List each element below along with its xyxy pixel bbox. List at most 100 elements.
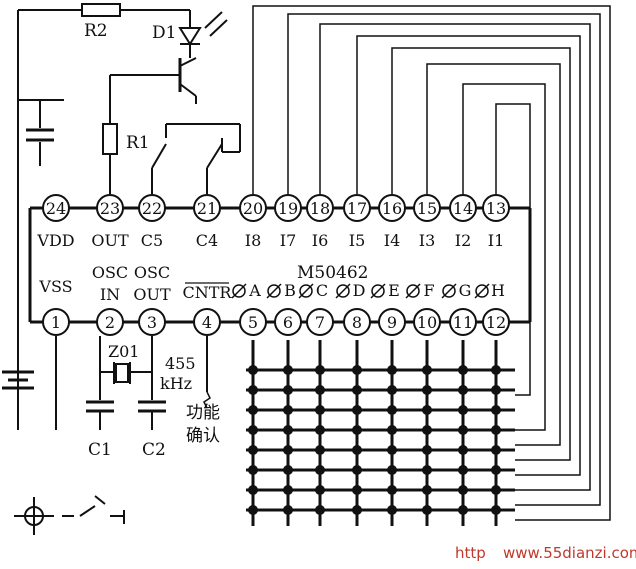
matrix-node [283, 405, 293, 415]
matrix-node [491, 465, 501, 475]
pin-circle [343, 194, 371, 222]
matrix-node [315, 385, 325, 395]
matrix-node [283, 485, 293, 495]
vdd-capacitor [26, 100, 54, 166]
pin-number: 13 [486, 199, 506, 218]
matrix-node [422, 365, 432, 375]
pin-label: A [248, 281, 261, 300]
chip-part-number: M50462 [297, 263, 369, 283]
pin-label: I4 [384, 231, 401, 250]
pin-label: OSC [134, 263, 170, 282]
diode-mark-slash [266, 283, 282, 299]
pin-number: 12 [486, 313, 506, 332]
pin-label: VSS [38, 277, 72, 296]
matrix-node [387, 365, 397, 375]
oscillator-circuit [55, 336, 211, 430]
pin-circle [193, 308, 221, 336]
pin-number: 10 [417, 313, 437, 332]
pin-circle [274, 308, 302, 336]
pin-label: VDD [36, 231, 74, 250]
pin-number: 19 [278, 199, 298, 218]
matrix-node [387, 445, 397, 455]
pin-number: 20 [243, 199, 263, 218]
pin-number: 6 [283, 313, 293, 332]
bottom-pin: 11G [441, 281, 477, 336]
diode-mark-icon [442, 284, 456, 298]
pin-label: CNTR [183, 283, 233, 302]
matrix-node [283, 465, 293, 475]
pin-label: F [423, 281, 434, 300]
pin-label: H [491, 281, 505, 300]
matrix-node [491, 365, 501, 375]
pin-number: 5 [248, 313, 258, 332]
pin-circle [413, 308, 441, 336]
pin-circle [138, 308, 166, 336]
diode-mark-icon [336, 284, 350, 298]
matrix-node [422, 405, 432, 415]
pin-label: C5 [141, 231, 163, 250]
matrix-node [387, 385, 397, 395]
matrix-node [283, 385, 293, 395]
matrix-node [283, 505, 293, 515]
matrix-node [387, 485, 397, 495]
matrix-node [352, 365, 362, 375]
diode-mark-slash [231, 283, 247, 299]
pin-number: 9 [387, 313, 397, 332]
pin-label: IN [100, 285, 120, 304]
pin-number: 2 [105, 313, 115, 332]
matrix-node [422, 465, 432, 475]
resistor-r2 [81, 3, 121, 17]
watermark-prefix: http [455, 544, 486, 562]
matrix-node [283, 425, 293, 435]
matrix-node [352, 505, 362, 515]
pin-circle [306, 194, 334, 222]
matrix-node [315, 405, 325, 415]
pin-number: 18 [310, 199, 330, 218]
pin-circle [96, 194, 124, 222]
diode-mark-icon [371, 284, 385, 298]
pin-circle [343, 308, 371, 336]
bottom-pin: 7C [298, 281, 334, 336]
pin-label: I3 [419, 231, 436, 250]
pin-number: 7 [315, 313, 325, 332]
diode-mark-slash [298, 283, 314, 299]
pin-label: B [284, 281, 296, 300]
function-label-line2: 确认 [186, 426, 220, 446]
top-pin-row: 24VDD23OUT22C521C420I819I718I617I516I415… [36, 194, 510, 250]
freq-unit: kHz [160, 374, 192, 393]
pin-label: OSC [92, 263, 128, 282]
pin-circle [42, 194, 70, 222]
matrix-node [422, 425, 432, 435]
matrix-node [387, 505, 397, 515]
pin-label: I6 [312, 231, 329, 250]
matrix-node [458, 445, 468, 455]
diode-mark-icon [475, 284, 489, 298]
pin-label: I2 [455, 231, 472, 250]
pin-number: 14 [453, 199, 473, 218]
matrix-node [315, 465, 325, 475]
pin-label: I5 [349, 231, 366, 250]
matrix-node [315, 485, 325, 495]
power-supply [2, 9, 190, 430]
pin-number: 17 [347, 199, 367, 218]
bottom-pin: 5A [231, 281, 267, 336]
matrix-node [283, 445, 293, 455]
matrix-node [387, 465, 397, 475]
matrix-node [352, 445, 362, 455]
c2-label: C2 [142, 440, 166, 460]
pin-number: 15 [417, 199, 437, 218]
pin-label: C4 [196, 231, 218, 250]
matrix-node [352, 425, 362, 435]
matrix-node [315, 365, 325, 375]
function-label-line1: 功能 [186, 403, 220, 423]
pin-number: 1 [51, 313, 61, 332]
pin-number: 3 [147, 313, 157, 332]
matrix-node [458, 505, 468, 515]
